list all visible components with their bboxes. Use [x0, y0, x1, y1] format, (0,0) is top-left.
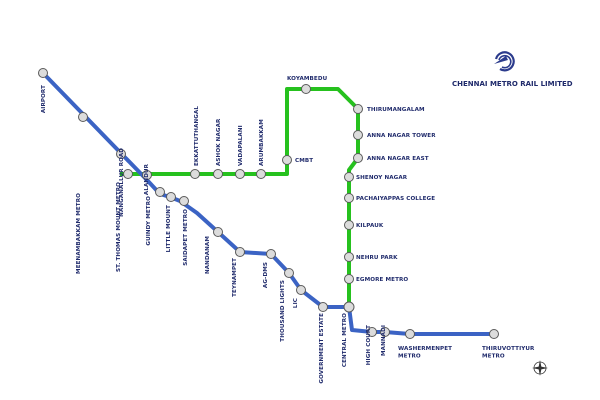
- station-thousandlights[interactable]: [284, 268, 294, 278]
- label-agdms: AG-DMS: [263, 262, 269, 288]
- station-ashoknagar[interactable]: [213, 169, 223, 179]
- label-thiruvottiyur-line2: METRO: [482, 354, 505, 360]
- station-egmore[interactable]: [344, 274, 354, 284]
- label-egmore: EGMORE METRO: [356, 277, 408, 283]
- label-alandur: ALANDUR: [144, 163, 150, 195]
- label-stmount: ST. THOMAS MOUNT METRO: [116, 182, 122, 272]
- label-koyambedu: KOYAMBEDU: [287, 76, 328, 82]
- label-lic: LIC: [293, 298, 299, 308]
- station-washermenpet[interactable]: [405, 329, 415, 339]
- label-annanagartower: ANNA NAGAR TOWER: [367, 133, 436, 139]
- label-central: CENTRAL METRO: [342, 313, 348, 367]
- label-govtestate: GOVERNMENT ESTATE: [319, 313, 325, 384]
- station-koyambedu[interactable]: [301, 84, 311, 94]
- label-littlemount: LITTLE MOUNT: [166, 205, 172, 252]
- brand-title: CHENNAI METRO RAIL LIMITED: [452, 80, 573, 88]
- label-washermenpet-text: WASHERMENPET: [398, 346, 452, 352]
- label-arumbakkam: ARUMBAKKAM: [259, 119, 265, 166]
- label-airport: AIRPORT: [41, 85, 47, 113]
- station-vadapalani[interactable]: [235, 169, 245, 179]
- label-nandanam: NANDANAM: [205, 236, 211, 274]
- station-pachaiyappas[interactable]: [344, 193, 354, 203]
- label-thiruvottiyur-text: THIRUVOTTIYUR: [482, 346, 535, 352]
- station-thiruvottiyur[interactable]: [489, 329, 499, 339]
- station-nehrupark[interactable]: [344, 252, 354, 262]
- blue-line: [41, 71, 494, 336]
- label-vadapalani: VADAPALANI: [238, 125, 244, 166]
- station-teynampet[interactable]: [235, 247, 245, 257]
- label-thiruvottiyur: THIRUVOTTIYUR METRO: [482, 346, 537, 360]
- label-pachaiyappas: PACHAIYAPPAS COLLEGE: [356, 196, 435, 202]
- label-nehrupark: NEHRU PARK: [356, 255, 398, 261]
- station-airport[interactable]: [38, 68, 48, 78]
- label-cmbt: CMBT: [295, 158, 313, 164]
- station-highcourt[interactable]: [367, 327, 377, 337]
- blue-line-stations: [38, 68, 499, 339]
- station-ekkattuthangal[interactable]: [190, 169, 200, 179]
- label-ashoknagar: ASHOK NAGAR: [216, 118, 222, 166]
- station-mannadi[interactable]: [380, 327, 390, 337]
- station-guindy[interactable]: [155, 187, 165, 197]
- station-meenambakkam[interactable]: [78, 112, 88, 122]
- station-saidapet[interactable]: [179, 196, 189, 206]
- station-agdms[interactable]: [266, 249, 276, 259]
- station-kilpauk[interactable]: [344, 220, 354, 230]
- station-central[interactable]: [343, 301, 355, 313]
- station-littlemount[interactable]: [166, 192, 176, 202]
- label-thousandlights: THOUSAND LIGHTS: [280, 280, 286, 342]
- label-saidapet: SAIDAPET METRO: [183, 209, 189, 266]
- station-alandur[interactable]: [142, 170, 152, 180]
- station-nandanam[interactable]: [213, 227, 223, 237]
- label-kilpauk: KILPAUK: [356, 223, 384, 229]
- label-meenambakkam: MEENAMBAKKAM METRO: [76, 193, 82, 274]
- label-thirumangalam: THIRUMANGALAM: [367, 107, 425, 113]
- station-stmount[interactable]: [123, 169, 133, 179]
- label-teynampet: TEYNAMPET: [232, 258, 238, 297]
- station-thirumangalam[interactable]: [353, 104, 363, 114]
- label-mannadi: MANNADI: [381, 325, 387, 356]
- station-arumbakkam[interactable]: [256, 169, 266, 179]
- station-annanagartower[interactable]: [353, 130, 363, 140]
- label-washermenpet-line2: METRO: [398, 354, 421, 360]
- station-shenoynagar[interactable]: [344, 172, 354, 182]
- brand: CHENNAI METRO RAIL LIMITED: [452, 51, 573, 88]
- label-ekkattuthangal: EKKATTUTHANGAL: [194, 106, 200, 166]
- station-nanganallur[interactable]: [116, 149, 126, 159]
- label-nanganallur: NANGANALLUR ROAD: [119, 148, 125, 217]
- label-washermenpet: WASHERMENPET METRO: [398, 346, 454, 360]
- label-annanagareast: ANNA NAGAR EAST: [367, 156, 429, 162]
- cmrl-logo: [494, 51, 515, 72]
- station-cmbt[interactable]: [282, 155, 292, 165]
- station-govtestate[interactable]: [318, 302, 328, 312]
- label-shenoynagar: SHENOY NAGAR: [356, 175, 408, 181]
- label-highcourt: HIGH COURT: [366, 325, 372, 365]
- station-annanagareast[interactable]: [353, 153, 363, 163]
- station-lic[interactable]: [296, 285, 306, 295]
- green-line: [120, 87, 360, 307]
- label-guindy: GUINDY METRO: [146, 196, 152, 246]
- compass-icon: [532, 360, 548, 376]
- green-line-stations: [123, 84, 363, 313]
- station-labels: AIRPORT MEENAMBAKKAM METRO NANGANALLUR R…: [41, 76, 537, 384]
